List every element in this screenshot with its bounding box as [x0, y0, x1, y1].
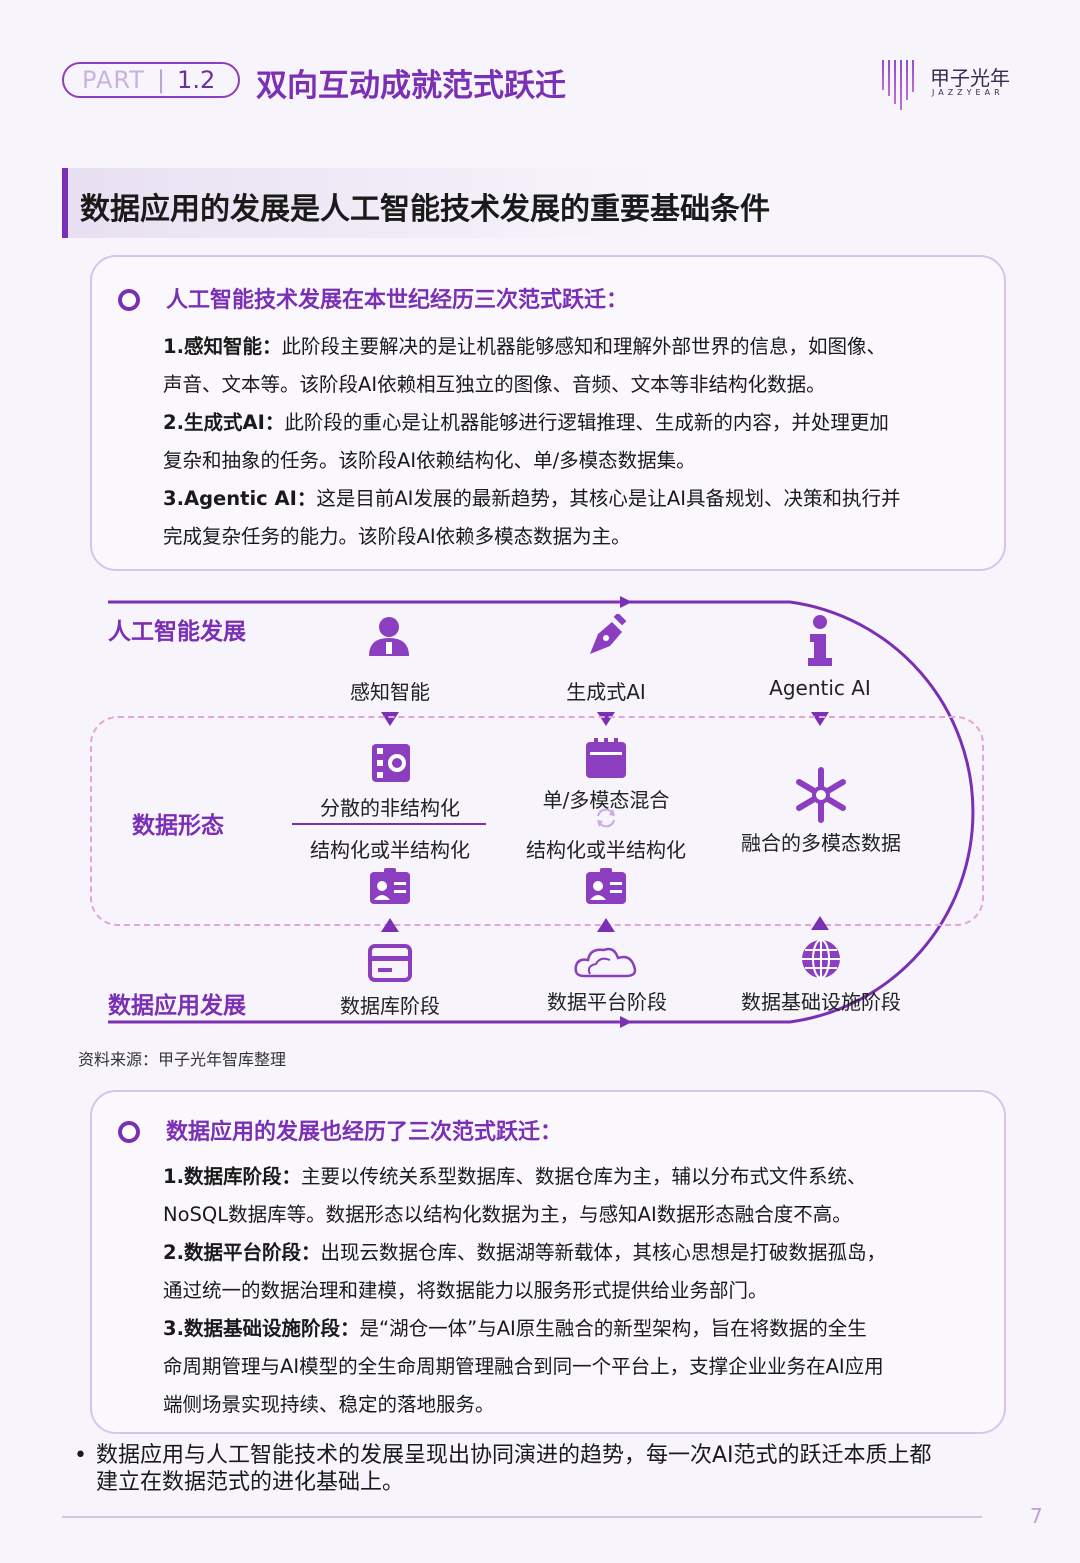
id-card-icon	[370, 868, 410, 904]
section-title-background	[68, 168, 658, 238]
arrow-up	[597, 918, 615, 932]
list-item-continuation: 命周期管理与AI模型的全生命周期管理融合到同一个平台上，支撑企业业务在AI应用	[163, 1355, 884, 1378]
logo-text-cn: 甲子光年	[930, 66, 1010, 90]
list-item-continuation: 声音、文本等。该阶段AI依赖相互独立的图像、音频、文本等非结构化数据。	[163, 373, 826, 396]
part-label: PART	[82, 66, 145, 94]
source-note: 资料来源：甲子光年智库整理	[78, 1050, 287, 1069]
list-item: 2.生成式AI：此阶段的重心是让机器能够进行逻辑推理、生成新的内容，并处理更加	[163, 411, 889, 434]
data-form-structured: 结构化或半结构化	[310, 838, 470, 862]
list-item-continuation: 通过统一的数据治理和建模，将数据能力以服务形式提供给业务部门。	[163, 1279, 768, 1302]
card-bullet-icon	[118, 289, 140, 311]
part-badge: PART | 1.2	[62, 62, 240, 98]
bullet-icon: •	[74, 1443, 87, 1468]
summary-text: 数据应用与人工智能技术的发展呈现出协同演进的趋势，每一次AI范式的跃迁本质上都 …	[96, 1442, 1026, 1496]
app-node-data-infrastructure: 数据基础设施阶段	[741, 990, 901, 1014]
ai-paradigm-heading: 人工智能技术发展在本世纪经历三次范式跃迁：	[166, 288, 629, 313]
list-item-continuation: 端侧场景实现持续、稳定的落地服务。	[163, 1393, 495, 1416]
row-label-ai: 人工智能发展	[108, 619, 246, 645]
arrow-up	[811, 916, 829, 930]
data-form-divider	[292, 823, 486, 825]
app-node-database: 数据库阶段	[340, 994, 440, 1018]
list-item: 1.感知智能：此阶段主要解决的是让机器能够感知和理解外部世界的信息，如图像、	[163, 335, 886, 358]
pen-icon	[590, 614, 627, 654]
ai-paradigm-card	[90, 255, 1006, 571]
brand-logo: 甲子光年 JAZZYEAR	[880, 58, 1020, 110]
arrow-up	[381, 918, 399, 932]
part-number: 1.2	[177, 66, 216, 94]
film-icon	[372, 744, 410, 782]
id-card-icon	[586, 868, 626, 904]
list-item-continuation: 复杂和抽象的任务。该阶段AI依赖结构化、单/多模态数据集。	[163, 449, 696, 472]
arrow-down	[597, 712, 615, 726]
data-paradigm-card	[90, 1090, 1006, 1434]
database-card-icon	[368, 944, 412, 982]
list-item: 3.数据基础设施阶段：是“湖仓一体”与AI原生融合的新型架构，旨在将数据的全生	[163, 1317, 867, 1340]
ai-node-perception: 感知智能	[350, 680, 430, 704]
sync-icon	[597, 808, 615, 828]
data-paradigm-list: 1.数据库阶段：主要以传统关系型数据库、数据仓库为主，辅以分布式文件系统、 No…	[163, 1158, 983, 1424]
summary-line: 建立在数据范式的进化基础上。	[96, 1470, 405, 1495]
logo-bars-icon	[882, 60, 914, 110]
globe-icon	[802, 939, 840, 979]
data-form-region	[90, 716, 984, 926]
list-item-continuation: NoSQL数据库等。数据形态以结构化数据为主，与感知AI数据形态融合度不高。	[163, 1203, 852, 1226]
ai-node-generative: 生成式AI	[566, 680, 646, 704]
flow-arc	[108, 596, 975, 1028]
app-node-data-platform: 数据平台阶段	[547, 990, 667, 1014]
data-form-unstructured: 分散的非结构化	[320, 796, 460, 820]
section-title: 数据应用的发展是人工智能技术发展的重要基础条件	[80, 192, 770, 227]
ai-node-agentic: Agentic AI	[769, 676, 871, 700]
section-title-accent	[62, 168, 68, 238]
person-icon	[369, 617, 409, 656]
card-bullet-icon	[118, 1121, 140, 1143]
data-form-mixed: 单/多模态混合	[542, 788, 670, 812]
row-label-data-form: 数据形态	[132, 813, 224, 839]
logo-text-en: JAZZYEAR	[932, 88, 1004, 97]
snowflake-icon	[796, 767, 846, 823]
list-item: 3.Agentic AI：这是目前AI发展的最新趋势，其核心是让AI具备规划、决…	[163, 487, 901, 510]
page-title: 双向互动成就范式跃迁	[256, 68, 566, 104]
row-label-data-app: 数据应用发展	[108, 993, 246, 1019]
data-form-fused-multimodal: 融合的多模态数据	[741, 831, 901, 855]
data-paradigm-heading: 数据应用的发展也经历了三次范式跃迁：	[166, 1120, 563, 1145]
footer-divider	[62, 1516, 982, 1518]
part-separator: |	[156, 66, 166, 94]
list-item: 1.数据库阶段：主要以传统关系型数据库、数据仓库为主，辅以分布式文件系统、	[163, 1165, 867, 1188]
summary-line: 数据应用与人工智能技术的发展呈现出协同演进的趋势，每一次AI范式的跃迁本质上都	[96, 1443, 932, 1468]
calendar-icon	[586, 738, 626, 778]
page-number: 7	[1030, 1504, 1043, 1528]
data-form-structured-2: 结构化或半结构化	[526, 838, 686, 862]
list-item: 2.数据平台阶段：出现云数据仓库、数据湖等新载体，其核心思想是打破数据孤岛，	[163, 1241, 886, 1264]
info-icon	[808, 615, 832, 666]
cloud-icon	[574, 947, 637, 978]
list-item-continuation: 完成复杂任务的能力。该阶段AI依赖多模态数据为主。	[163, 525, 631, 548]
arrow-down	[381, 712, 399, 726]
ai-paradigm-list: 1.感知智能：此阶段主要解决的是让机器能够感知和理解外部世界的信息，如图像、 声…	[163, 328, 983, 556]
arrow-down	[811, 712, 829, 726]
